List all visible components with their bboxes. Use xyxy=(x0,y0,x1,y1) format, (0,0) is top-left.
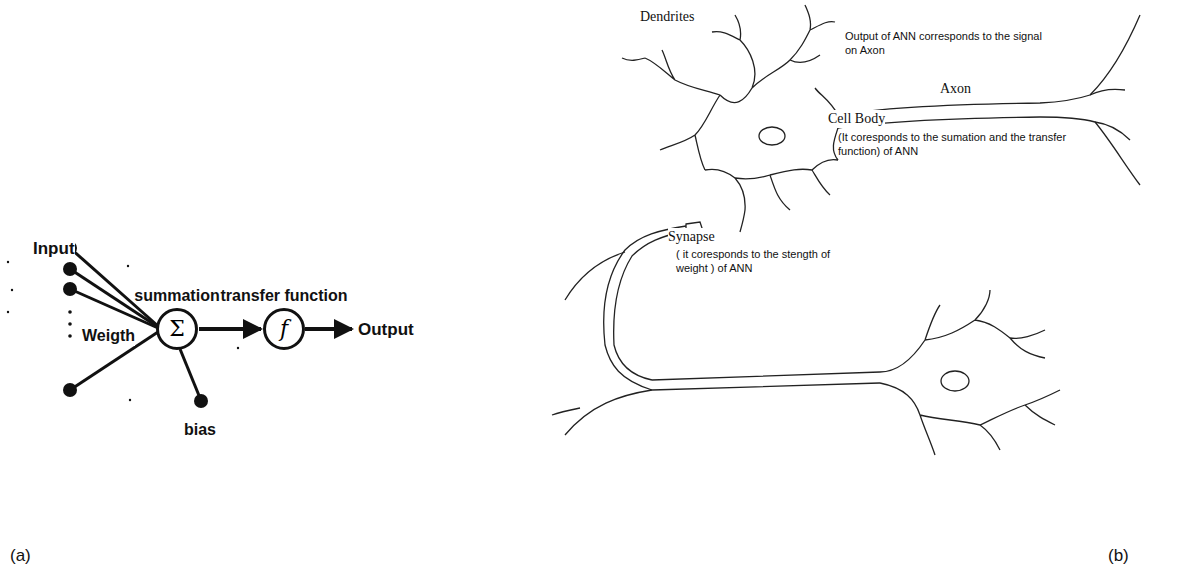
axon-note: Output of ANN corresponds to the signal … xyxy=(845,30,1045,58)
cell-body-label: Cell Body xyxy=(828,110,885,128)
output-label: Output xyxy=(358,319,414,340)
node-heading: summation xyxy=(134,287,219,305)
node-symbol: Σ xyxy=(169,318,185,340)
neuron-drawing xyxy=(552,5,1140,455)
input-dots xyxy=(7,241,239,408)
input-lines xyxy=(70,248,352,398)
synapse-note: ( it coresponds to the stength of weight… xyxy=(676,248,861,276)
cell-body-note: (It coresponds to the sumation and the t… xyxy=(838,131,1083,159)
bias-label: bias xyxy=(184,420,216,440)
dendrites-label: Dendrites xyxy=(640,8,694,26)
panel-label: (a) xyxy=(10,545,31,566)
transfer-function-circle: transfer functionf xyxy=(263,308,305,350)
node-symbol: f xyxy=(280,318,288,340)
node-heading: transfer function xyxy=(220,287,347,305)
synapse-label: Synapse xyxy=(668,228,715,246)
signal-arrow xyxy=(199,327,261,331)
axon-label: Axon xyxy=(940,80,971,98)
panel-label: (b) xyxy=(1108,545,1129,566)
summation-circle: summationΣ xyxy=(156,308,198,350)
input-label: Input xyxy=(33,238,75,259)
weight-label: Weigth xyxy=(82,326,135,346)
